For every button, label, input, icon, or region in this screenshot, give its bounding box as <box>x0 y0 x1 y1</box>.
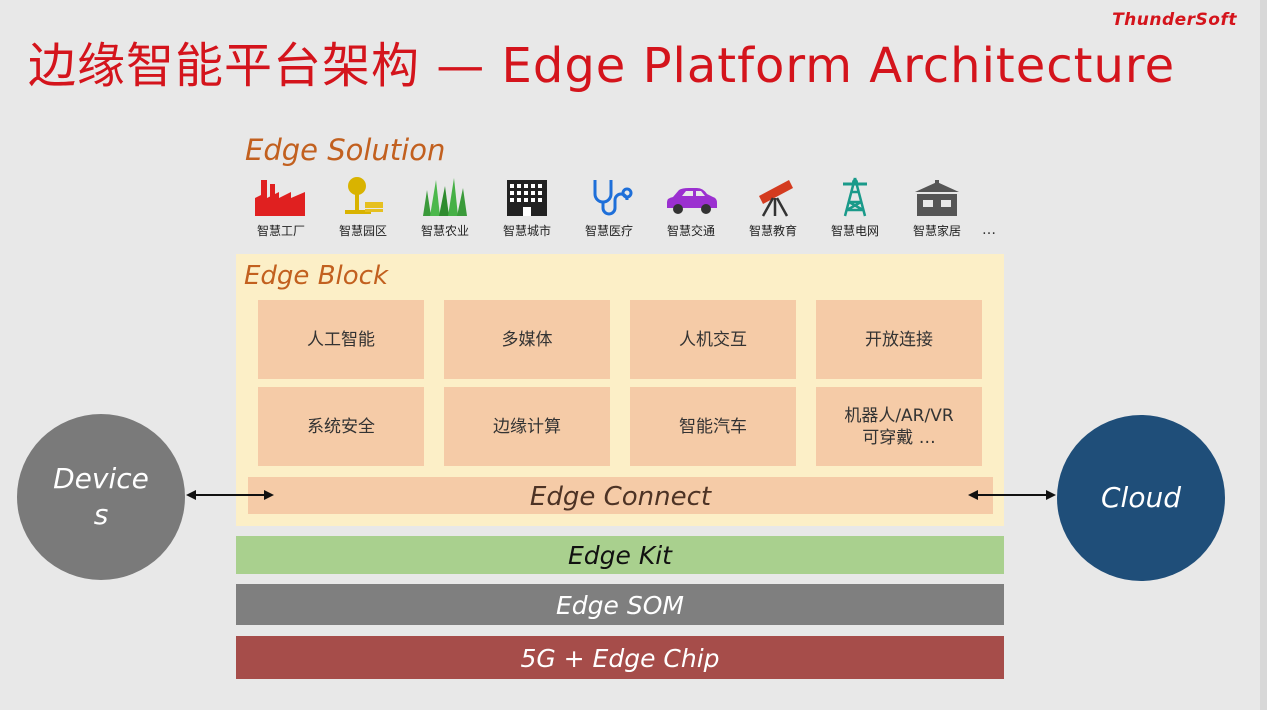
city-building-icon <box>507 180 547 216</box>
solution-label: 智慧电网 <box>830 224 879 238</box>
cloud-node: Cloud <box>1057 415 1225 581</box>
block-cell-security: 系统安全 <box>258 387 424 466</box>
solution-item-home: 智慧家居 <box>897 176 977 239</box>
solution-item-factory: 智慧工厂 <box>241 176 321 239</box>
solution-label: 智慧交通 <box>666 224 715 238</box>
solution-label: 智慧教育 <box>748 224 797 238</box>
solution-label: 智慧家居 <box>912 224 961 238</box>
cloud-arrow <box>968 490 1056 500</box>
solution-label: 智慧工厂 <box>256 224 305 238</box>
park-icon <box>345 177 383 214</box>
thundersoft-logo: ThunderSoft <box>1112 10 1237 30</box>
solution-item-city: 智慧城市 <box>487 176 567 239</box>
solution-item-education: 智慧教育 <box>733 176 813 239</box>
edge-chip-layer: 5G + Edge Chip <box>236 636 1004 679</box>
block-cell-multimedia: 多媒体 <box>444 300 610 379</box>
more-solutions: … <box>982 222 996 238</box>
devices-node: Device s <box>17 414 185 580</box>
edge-kit-layer: Edge Kit <box>236 536 1004 574</box>
devices-arrow <box>186 490 274 500</box>
agriculture-icon <box>423 178 467 216</box>
solution-label: 智慧医疗 <box>584 224 633 238</box>
scrollbar[interactable] <box>1260 0 1267 710</box>
block-cell-ai: 人工智能 <box>258 300 424 379</box>
block-cell-connectivity: 开放连接 <box>816 300 982 379</box>
block-cell-smart-car: 智能汽车 <box>630 387 796 466</box>
solution-label: 智慧园区 <box>338 224 387 238</box>
devices-label: Device s <box>53 462 149 531</box>
power-tower-icon <box>843 177 867 217</box>
page-title: 边缘智能平台架构 — Edge Platform Architecture <box>28 38 1176 94</box>
solution-item-park: 智慧园区 <box>323 176 403 239</box>
edge-solution-title: Edge Solution <box>245 133 446 167</box>
telescope-icon <box>759 180 793 217</box>
solution-item-medical: 智慧医疗 <box>569 176 649 239</box>
block-cell-robot-ar-vr: 机器人/AR/VR 可穿戴 … <box>816 387 982 466</box>
solution-item-grid: 智慧电网 <box>815 176 895 239</box>
stethoscope-icon <box>593 180 633 216</box>
solution-item-traffic: 智慧交通 <box>651 176 731 239</box>
house-icon <box>915 180 959 216</box>
edge-som-layer: Edge SOM <box>236 584 1004 625</box>
car-icon <box>667 188 717 214</box>
solution-label: 智慧农业 <box>420 224 469 238</box>
solution-item-agriculture: 智慧农业 <box>405 176 485 239</box>
edge-block-title: Edge Block <box>244 261 389 291</box>
block-cell-hmi: 人机交互 <box>630 300 796 379</box>
cloud-label: Cloud <box>1101 481 1181 514</box>
solution-label: 智慧城市 <box>502 224 551 238</box>
factory-icon <box>255 180 305 216</box>
edge-connect-bar: Edge Connect <box>248 477 993 514</box>
block-cell-edge-computing: 边缘计算 <box>444 387 610 466</box>
